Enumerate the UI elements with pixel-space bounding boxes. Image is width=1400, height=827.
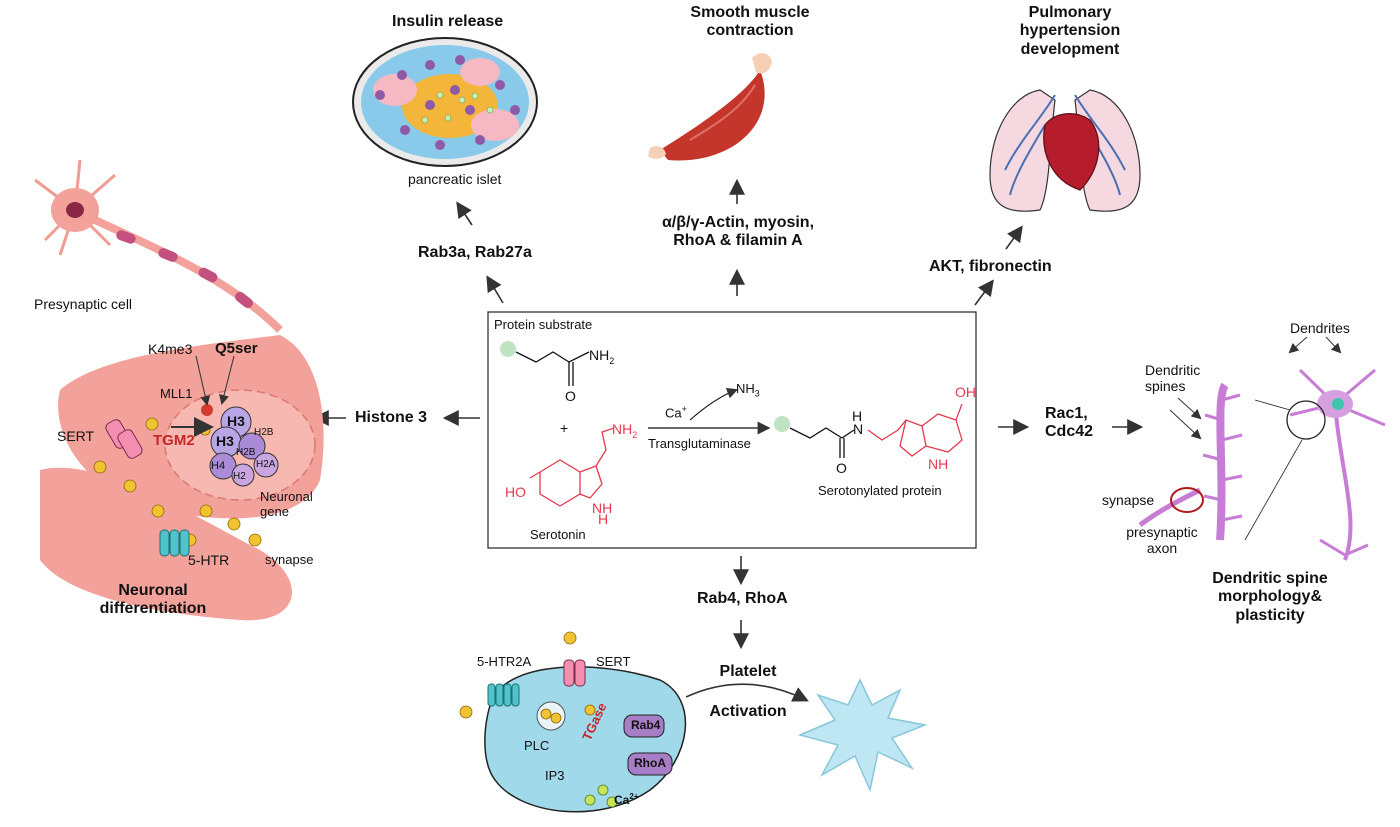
pancreatic-islet-label: pancreatic islet <box>408 171 502 187</box>
ip3-label: IP3 <box>545 768 565 783</box>
presynaptic-cell-label: Presynaptic cell <box>34 296 133 312</box>
serotonylated-protein-structure <box>774 403 963 458</box>
serotonylated-protein-label: Serotonylated protein <box>818 483 942 498</box>
platelet-cell-illustration <box>459 631 687 813</box>
rab3a-rab27a-label: Rab3a, Rab27a <box>418 244 532 261</box>
right-synapse-label: synapse <box>1102 492 1155 508</box>
serotonin-label: Serotonin <box>530 527 586 542</box>
serotonin-ho-label: HO <box>505 484 526 500</box>
ammonia-label: NH3 <box>736 381 760 399</box>
platelet-sert-label: SERT <box>596 654 631 669</box>
calcium-label: Ca+ <box>665 404 687 421</box>
serotonin-nh-label: NH <box>592 500 613 516</box>
product-n-label: N <box>853 421 864 437</box>
amide-nh2-label: NH2 <box>589 347 615 366</box>
rab4-rhoa-label: Rab4, RhoA <box>697 590 788 607</box>
dendritic-neurons-illustration <box>1138 368 1386 561</box>
rac1-cdc42-label: Rac1,Cdc42 <box>1045 405 1094 441</box>
h2b-top-label: H2B <box>254 427 274 438</box>
h2a-label: H2A <box>256 459 276 470</box>
rab4-label: Rab4 <box>631 718 661 732</box>
dendrites-label: Dendrites <box>1290 320 1350 336</box>
h2b-bottom-label: H2B <box>236 447 256 458</box>
serotonin-structure <box>529 427 615 507</box>
serotonin-nh2-label: NH2 <box>612 421 638 440</box>
h4-label: H4 <box>211 460 226 472</box>
product-o-label: O <box>836 460 847 476</box>
product-h-label: H <box>852 408 863 424</box>
smooth-muscle-illustration <box>648 53 772 161</box>
calcium-2plus-label: Ca2+ <box>614 792 639 807</box>
plus-label: + <box>560 420 569 436</box>
serotonin-h-label: H <box>598 511 609 527</box>
product-nh-label: NH <box>928 456 949 472</box>
reaction-arrow <box>648 387 771 435</box>
platelet-activation-title: Platelet Activation <box>709 663 787 721</box>
protein-substrate-label: Protein substrate <box>494 317 593 332</box>
pancreatic-islet-illustration <box>352 37 538 167</box>
reaction-box <box>487 311 977 549</box>
k4me3-label: K4me3 <box>148 341 193 357</box>
plc-label: PLC <box>524 738 550 753</box>
5-htr2a-label: 5-HTR2A <box>477 654 532 669</box>
amide-o-label: O <box>565 388 576 404</box>
q5ser-label: Q5ser <box>215 340 258 357</box>
h2-label: H2 <box>233 471 246 482</box>
sert-label: SERT <box>57 428 95 444</box>
mll1-label: MLL1 <box>160 386 193 401</box>
transglutaminase-label: Transglutaminase <box>648 436 751 451</box>
actin-myosin-label: α/β/γ-Actin, myosin,RhoA & filamin A <box>661 214 815 250</box>
histone-3-label: Histone 3 <box>355 409 428 426</box>
akt-fibronectin-label: AKT, fibronectin <box>929 258 1052 275</box>
activated-platelet-illustration <box>797 678 928 793</box>
tgm2-label: TGM2 <box>153 432 195 449</box>
lungs-heart-illustration <box>989 89 1141 212</box>
insulin-release-title: Insulin release <box>392 13 504 30</box>
h3-top-label: H3 <box>227 413 245 429</box>
5-htr-label: 5-HTR <box>188 552 230 568</box>
protein-substrate-structure <box>500 341 590 386</box>
left-synapse-label: synapse <box>265 552 314 567</box>
rhoa-label: RhoA <box>634 756 666 770</box>
h3-bottom-label: H3 <box>216 433 234 449</box>
product-oh-label: OH <box>955 384 976 400</box>
